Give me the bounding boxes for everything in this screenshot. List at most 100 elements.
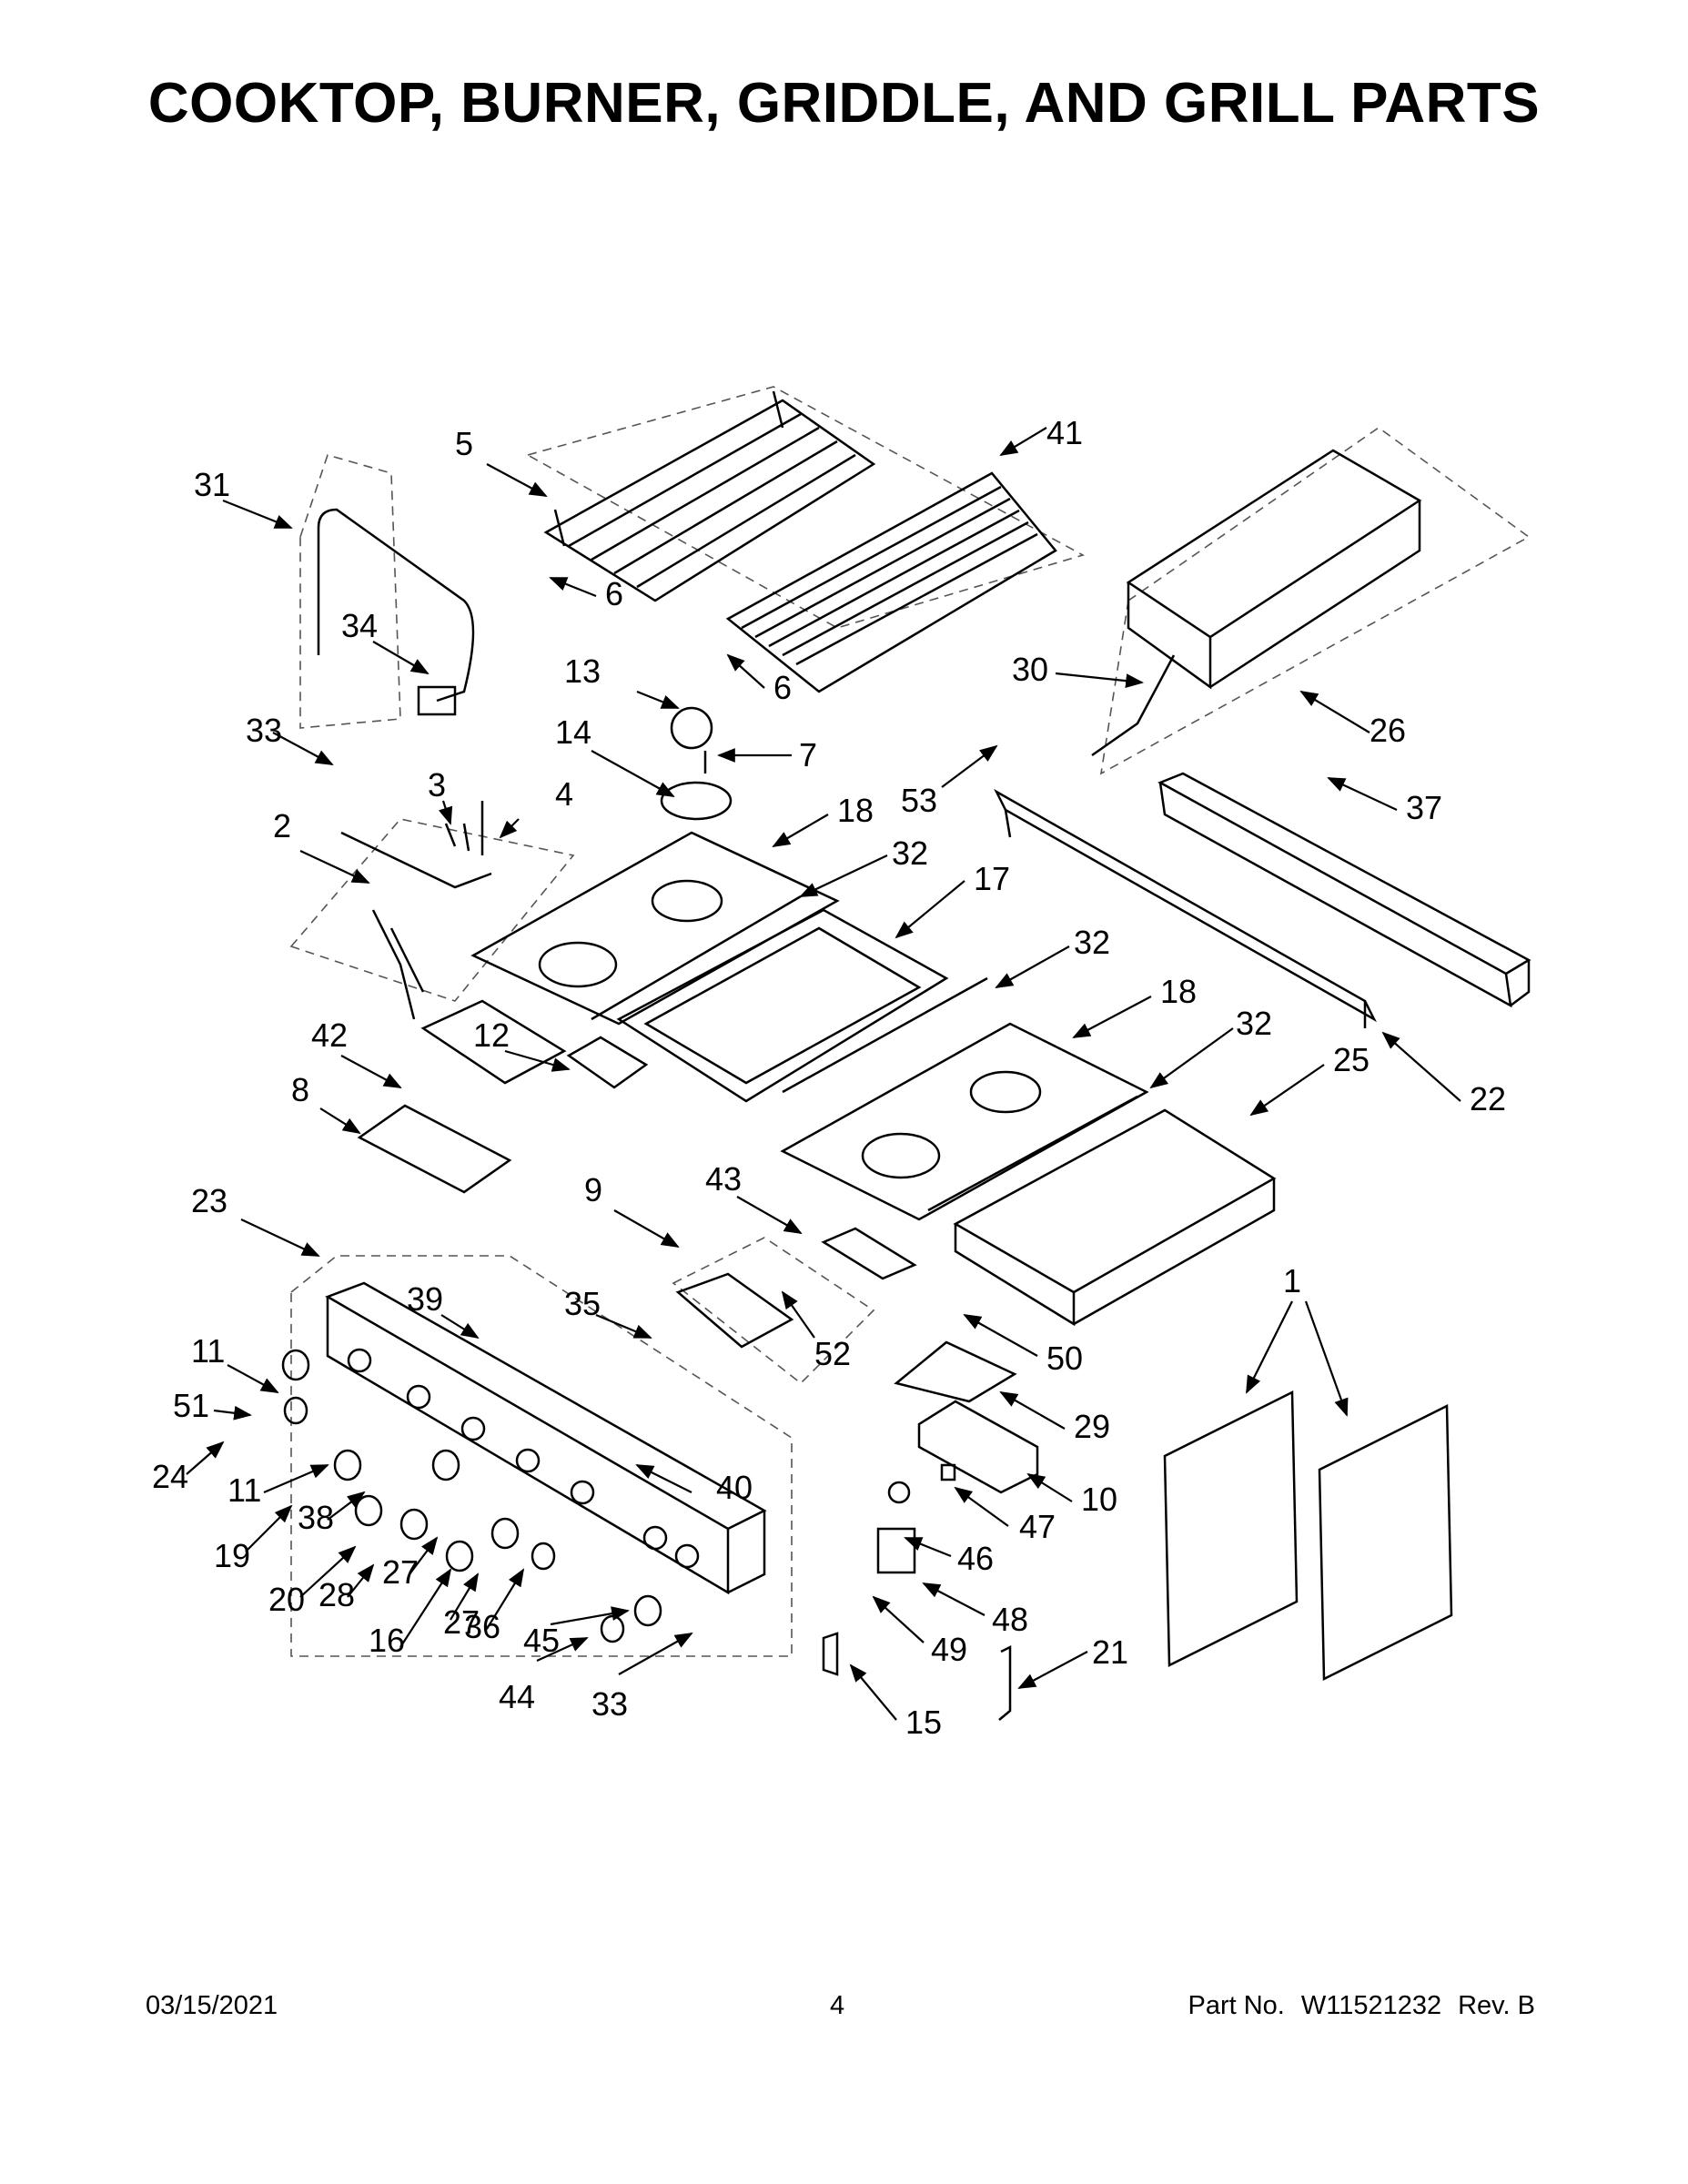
callout-label: 50 <box>1046 1340 1083 1377</box>
callout-label: 35 <box>564 1285 601 1322</box>
part-burner-base <box>660 781 733 821</box>
part-switch <box>940 1463 956 1481</box>
part-control-knobs <box>281 1349 662 1643</box>
part-control-panel <box>325 1281 767 1595</box>
callout-label: 14 <box>555 713 591 751</box>
part-hinge-bracket <box>998 1644 1012 1721</box>
callout-label: 39 <box>407 1280 443 1318</box>
callout-labels: 1 2 3 4 5 6 6 7 8 9 10 11 11 12 13 14 15… <box>152 414 1506 1741</box>
callout-label: 11 <box>191 1332 225 1370</box>
callout-label: 37 <box>1406 789 1442 826</box>
footer-part-number: W11521232 <box>1300 1991 1442 2020</box>
part-outline-burner-group <box>289 818 575 1002</box>
callout-label: 27 <box>382 1553 419 1591</box>
callout-label: 10 <box>1081 1481 1117 1518</box>
callout-label: 3 <box>428 766 446 804</box>
part-bracket-small <box>822 1632 839 1676</box>
callout-label: 52 <box>814 1335 851 1372</box>
callout-label: 44 <box>499 1678 535 1715</box>
callout-label: 2 <box>273 807 291 844</box>
part-igniter-electrode <box>444 801 484 855</box>
callout-label: 15 <box>905 1704 942 1741</box>
part-insulator-sheet <box>357 1104 512 1194</box>
callout-label: 7 <box>799 736 817 774</box>
part-cast-grate <box>543 390 876 602</box>
part-burner-tray-left <box>470 831 840 1026</box>
callout-label: 6 <box>773 669 792 706</box>
callout-label: 8 <box>291 1071 309 1108</box>
callout-label: 31 <box>194 466 230 503</box>
callout-label: 18 <box>1160 973 1197 1010</box>
part-trim-strip <box>591 895 1138 1212</box>
callout-label: 53 <box>901 782 937 819</box>
part-junction-box <box>917 1400 1039 1494</box>
callout-label: 32 <box>1074 924 1110 961</box>
callout-label: 27 <box>443 1603 480 1641</box>
part-spark-module <box>821 1227 917 1280</box>
callout-label: 32 <box>892 834 928 872</box>
callout-label: 33 <box>246 712 282 749</box>
callout-label: 41 <box>1046 414 1083 451</box>
callout-label: 6 <box>605 575 623 612</box>
footer-page-number: 4 <box>830 1991 845 2020</box>
callout-label: 11 <box>227 1471 261 1509</box>
part-fitting-block <box>417 685 457 716</box>
part-relay-board <box>566 1036 649 1089</box>
part-gas-tube <box>317 508 475 703</box>
part-drip-pan <box>953 1108 1277 1327</box>
leader-arrows <box>186 427 1461 1721</box>
part-igniter-wire <box>1091 654 1176 757</box>
part-valve-body <box>675 1272 794 1349</box>
callout-label: 16 <box>369 1622 405 1659</box>
callout-label: 43 <box>705 1160 742 1198</box>
callout-label: 9 <box>584 1171 602 1208</box>
callout-label: 4 <box>555 775 573 813</box>
callout-label: 51 <box>173 1387 209 1424</box>
callout-label: 23 <box>191 1182 227 1219</box>
part-outline-grate-group <box>525 386 1086 629</box>
callout-label: 40 <box>716 1469 753 1506</box>
part-outline-manifold <box>299 454 401 729</box>
callout-label: 24 <box>152 1458 188 1495</box>
callout-label: 25 <box>1333 1041 1370 1078</box>
callout-label: 17 <box>974 860 1010 897</box>
callout-label: 19 <box>214 1537 250 1574</box>
part-burner-cap <box>670 706 713 750</box>
footer-part-label: Part No. <box>1188 1991 1285 2020</box>
page-title: COOKTOP, BURNER, GRIDDLE, AND GRILL PART… <box>147 72 1541 135</box>
part-side-panel-left <box>1163 1390 1299 1668</box>
callout-label: 48 <box>992 1601 1028 1638</box>
callout-label: 12 <box>473 1016 510 1054</box>
part-button <box>887 1481 911 1504</box>
part-grill-grate <box>725 471 1057 693</box>
callout-label: 36 <box>464 1608 500 1645</box>
callout-label: 26 <box>1370 712 1406 749</box>
part-outline-griddle-top <box>1099 427 1531 775</box>
callout-label: 18 <box>837 792 874 829</box>
callout-label: 1 <box>1283 1262 1301 1299</box>
callout-label: 38 <box>298 1499 334 1536</box>
part-manifold-pipe <box>340 831 492 1020</box>
footer-revision: Rev. B <box>1458 1991 1535 2020</box>
callout-label: 30 <box>1012 651 1048 688</box>
part-backguard <box>1157 772 1531 1008</box>
callout-label: 46 <box>957 1540 994 1577</box>
callout-label: 22 <box>1470 1080 1506 1117</box>
footer-part-info: Part No. W11521232 Rev. B <box>1188 1991 1535 2021</box>
part-outline-control-panel <box>290 1255 793 1657</box>
part-griddle-plate <box>1126 449 1422 690</box>
part-outline-valve-assy <box>672 1237 875 1385</box>
callout-label: 29 <box>1074 1408 1110 1445</box>
callout-label: 47 <box>1019 1508 1056 1545</box>
callout-label: 34 <box>341 607 378 644</box>
callout-label: 20 <box>268 1581 305 1618</box>
part-control-board <box>420 999 567 1085</box>
callout-label: 32 <box>1236 1005 1272 1042</box>
callout-label: 21 <box>1092 1633 1128 1671</box>
callout-label: 33 <box>591 1685 628 1723</box>
part-thermostat <box>876 1527 916 1574</box>
part-bracket <box>894 1340 1017 1403</box>
part-side-panel-right <box>1318 1403 1453 1682</box>
part-burner-tray-right <box>780 1022 1149 1221</box>
